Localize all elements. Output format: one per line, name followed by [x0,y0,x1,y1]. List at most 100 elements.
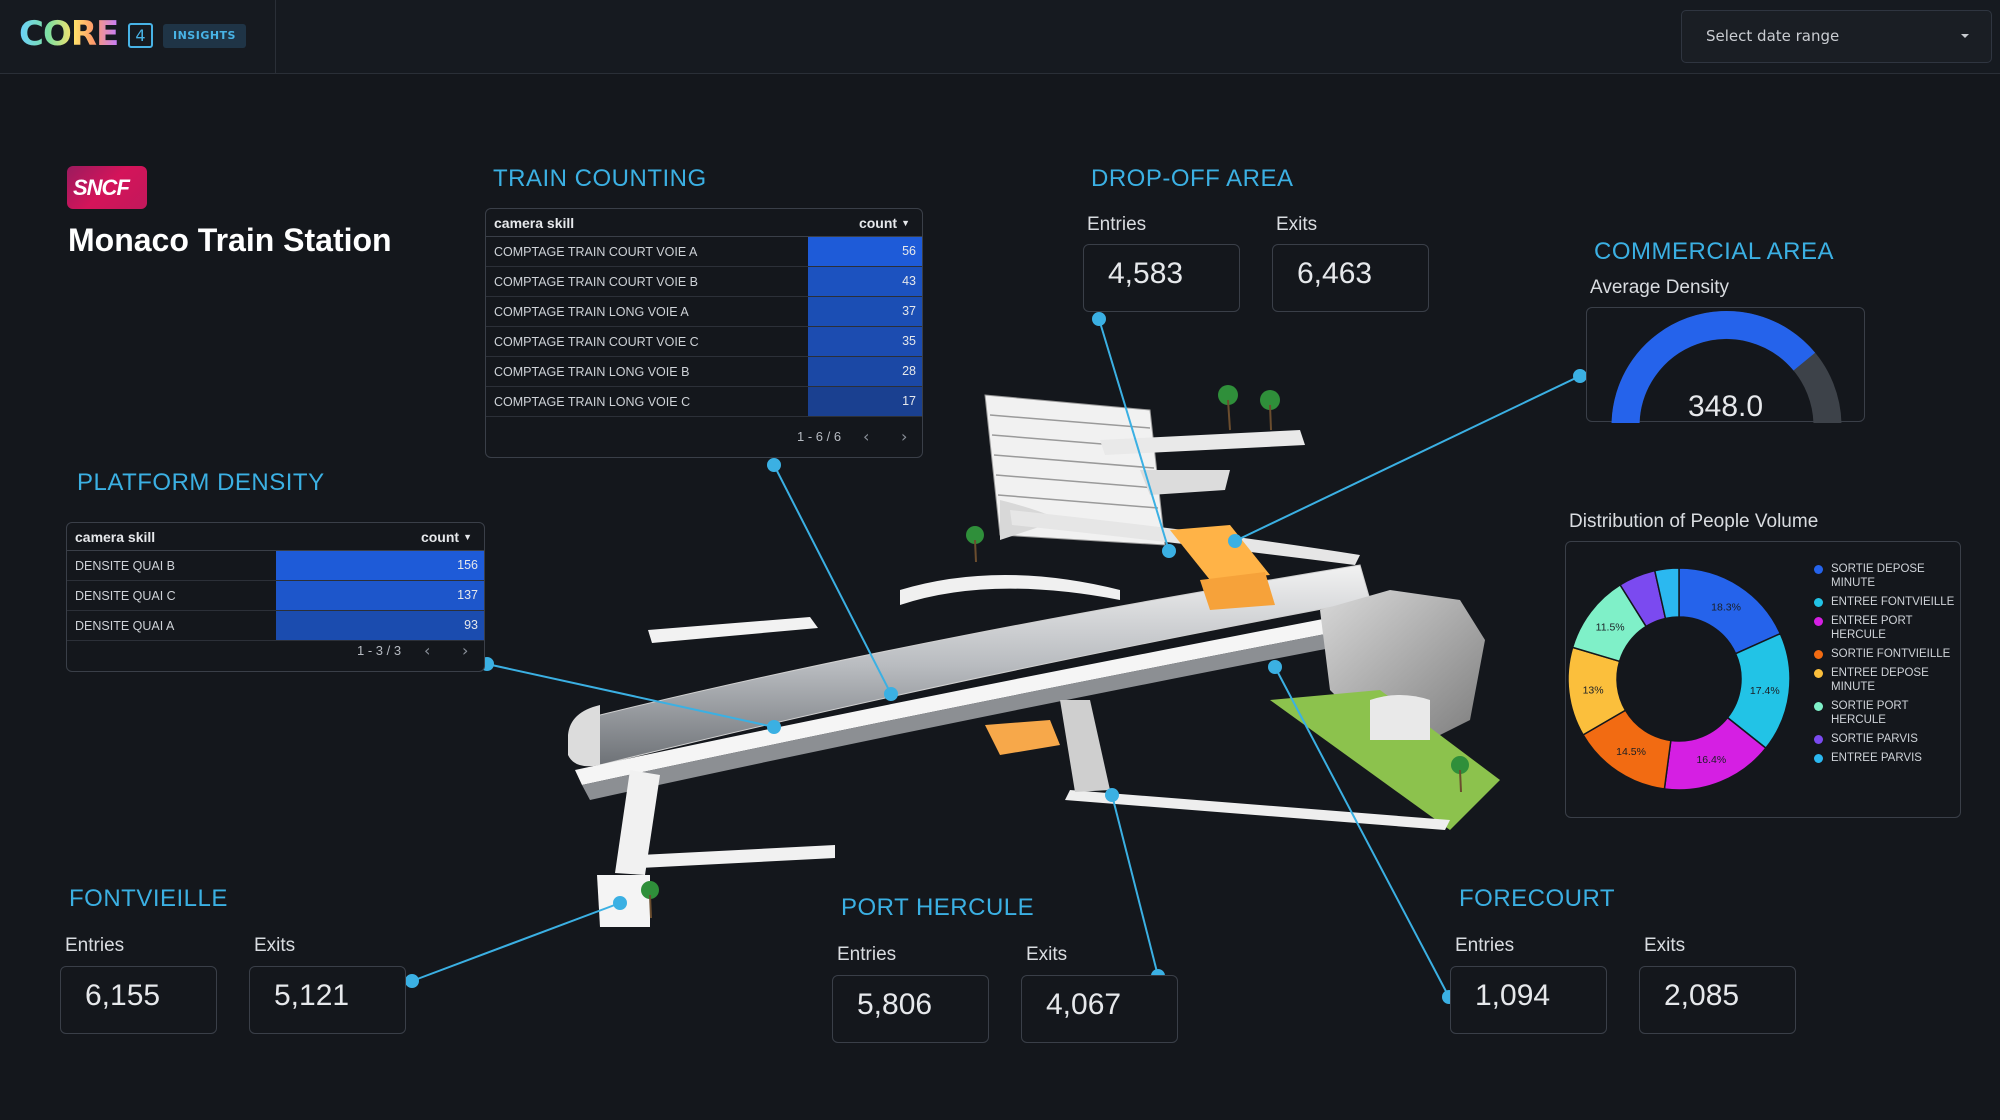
row-count-bar: 93 [276,611,484,640]
platform-density-title: PLATFORM DENSITY [77,469,325,496]
legend-label: SORTIE DEPOSE MINUTE [1831,563,1925,589]
exits-label: Exits [1644,935,1686,956]
chevron-left-icon[interactable]: ‹ [424,641,431,660]
chevron-right-icon[interactable]: › [901,427,908,446]
slice-label: 13% [1583,684,1604,696]
kpi-value: 4,583 [1108,257,1184,290]
row-count-bar: 43 [808,267,922,296]
table-row[interactable]: DENSITE QUAI B 156 [67,551,484,581]
slice-label: 17.4% [1750,685,1780,697]
logo-version-badge: 4 [128,23,153,48]
legend-swatch [1814,565,1823,574]
legend-swatch [1814,617,1823,626]
fontvieille-title: FONTVIEILLE [69,885,228,912]
kpi-value: 6,155 [85,979,161,1012]
legend-swatch [1814,735,1823,744]
table-row[interactable]: COMPTAGE TRAIN LONG VOIE A 37 [486,297,922,327]
legend-label: SORTIE PORT HERCULE [1831,700,1909,726]
gauge-value: 348.0 [1687,390,1764,423]
drop-off-exits-card: 6,463 [1272,244,1429,312]
row-count-bar: 28 [808,357,922,386]
legend-item[interactable]: SORTIE FONTVIEILLE [1814,647,1964,661]
row-count-bar: 56 [808,237,922,266]
legend-label: SORTIE FONTVIEILLE [1831,648,1951,660]
slice-label: 14.5% [1616,746,1646,758]
legend-label: ENTREE DEPOSE MINUTE [1831,667,1929,693]
row-label: COMPTAGE TRAIN COURT VOIE C [494,335,699,349]
forecourt-entries-card: 1,094 [1450,966,1607,1034]
slice-label: 11.5% [1596,622,1625,634]
legend-label: ENTREE PARVIS [1831,752,1922,764]
slice-label: 16.4% [1696,754,1726,766]
legend-label: ENTREE PORT HERCULE [1831,615,1913,641]
drop-off-entries-card: 4,583 [1083,244,1240,312]
date-range-select[interactable]: Select date range [1681,10,1992,63]
table-row[interactable]: COMPTAGE TRAIN COURT VOIE C 35 [486,327,922,357]
chevron-right-icon[interactable]: › [462,641,469,660]
row-count-bar: 35 [808,327,922,356]
legend-item[interactable]: ENTREE FONTVIEILLE [1814,595,1964,609]
legend-item[interactable]: SORTIE DEPOSE MINUTE [1814,562,1964,590]
slice-label: 18.3% [1711,601,1741,613]
legend-item[interactable]: ENTREE PORT HERCULE [1814,614,1964,642]
density-gauge [1611,311,1842,427]
pager-range: 1 - 3 / 3 [357,643,402,658]
legend-item[interactable]: SORTIE PORT HERCULE [1814,699,1964,727]
entries-label: Entries [1087,214,1147,235]
legend-item[interactable]: SORTIE PARVIS [1814,732,1964,746]
row-label: COMPTAGE TRAIN LONG VOIE A [494,305,689,319]
table-header: camera skill count▼ [67,523,484,551]
kpi-value: 1,094 [1475,979,1551,1012]
average-density-label: Average Density [1590,277,1730,298]
row-label: DENSITE QUAI B [75,559,176,573]
row-count-bar: 37 [808,297,922,326]
legend-item[interactable]: ENTREE PARVIS [1814,751,1964,765]
donut-slice[interactable] [1653,567,1680,620]
brand-area: CORE 4 INSIGHTS [0,0,276,74]
density-gauge-panel: 348.0 [1586,307,1865,427]
legend-item[interactable]: ENTREE DEPOSE MINUTE [1814,666,1964,694]
column-header-skill[interactable]: camera skill [75,529,156,545]
row-label: COMPTAGE TRAIN LONG VOIE C [494,395,691,409]
row-count-bar: 137 [276,581,484,610]
table-header: camera skill count▼ [486,209,922,237]
forecourt-title: FORECOURT [1459,885,1616,912]
legend-swatch [1814,598,1823,607]
row-label: DENSITE QUAI A [75,619,175,633]
distribution-donut-chart: 18.3% 17.4% 16.4% 14.5% 13% 11.5% [1567,567,1791,791]
column-header-count[interactable]: count▼ [858,215,910,231]
legend-swatch [1814,669,1823,678]
chart-legend: SORTIE DEPOSE MINUTE ENTREE FONTVIEILLE EN… [1814,562,1964,770]
column-header-count[interactable]: count▼ [420,529,472,545]
entries-label: Entries [837,944,897,965]
train-counting-table: camera skill count▼ COMPTAGE TRAIN COURT… [485,208,923,458]
pager-range: 1 - 6 / 6 [797,429,842,444]
commercial-area-title: COMMERCIAL AREA [1594,238,1834,265]
sort-caret-icon: ▼ [463,532,472,542]
distribution-title: Distribution of People Volume [1569,511,1819,532]
exits-label: Exits [1276,214,1318,235]
entries-label: Entries [65,935,125,956]
row-label: COMPTAGE TRAIN COURT VOIE A [494,245,698,259]
entries-label: Entries [1455,935,1515,956]
row-count-bar: 156 [276,551,484,580]
sncf-logo: SNCF [67,166,147,209]
table-row[interactable]: DENSITE QUAI A 93 [67,611,484,641]
table-row[interactable]: COMPTAGE TRAIN COURT VOIE A 56 [486,237,922,267]
core-logo[interactable]: CORE [19,14,119,54]
legend-label: SORTIE PARVIS [1831,733,1918,745]
column-header-skill[interactable]: camera skill [494,215,575,231]
legend-swatch [1814,702,1823,711]
chevron-down-icon [1961,34,1969,38]
legend-swatch [1814,754,1823,763]
kpi-value: 2,085 [1664,979,1740,1012]
port-hercule-title: PORT HERCULE [841,894,1035,921]
chevron-left-icon[interactable]: ‹ [863,427,870,446]
legend-label: ENTREE FONTVIEILLE [1831,596,1955,608]
kpi-value: 5,806 [857,988,933,1021]
